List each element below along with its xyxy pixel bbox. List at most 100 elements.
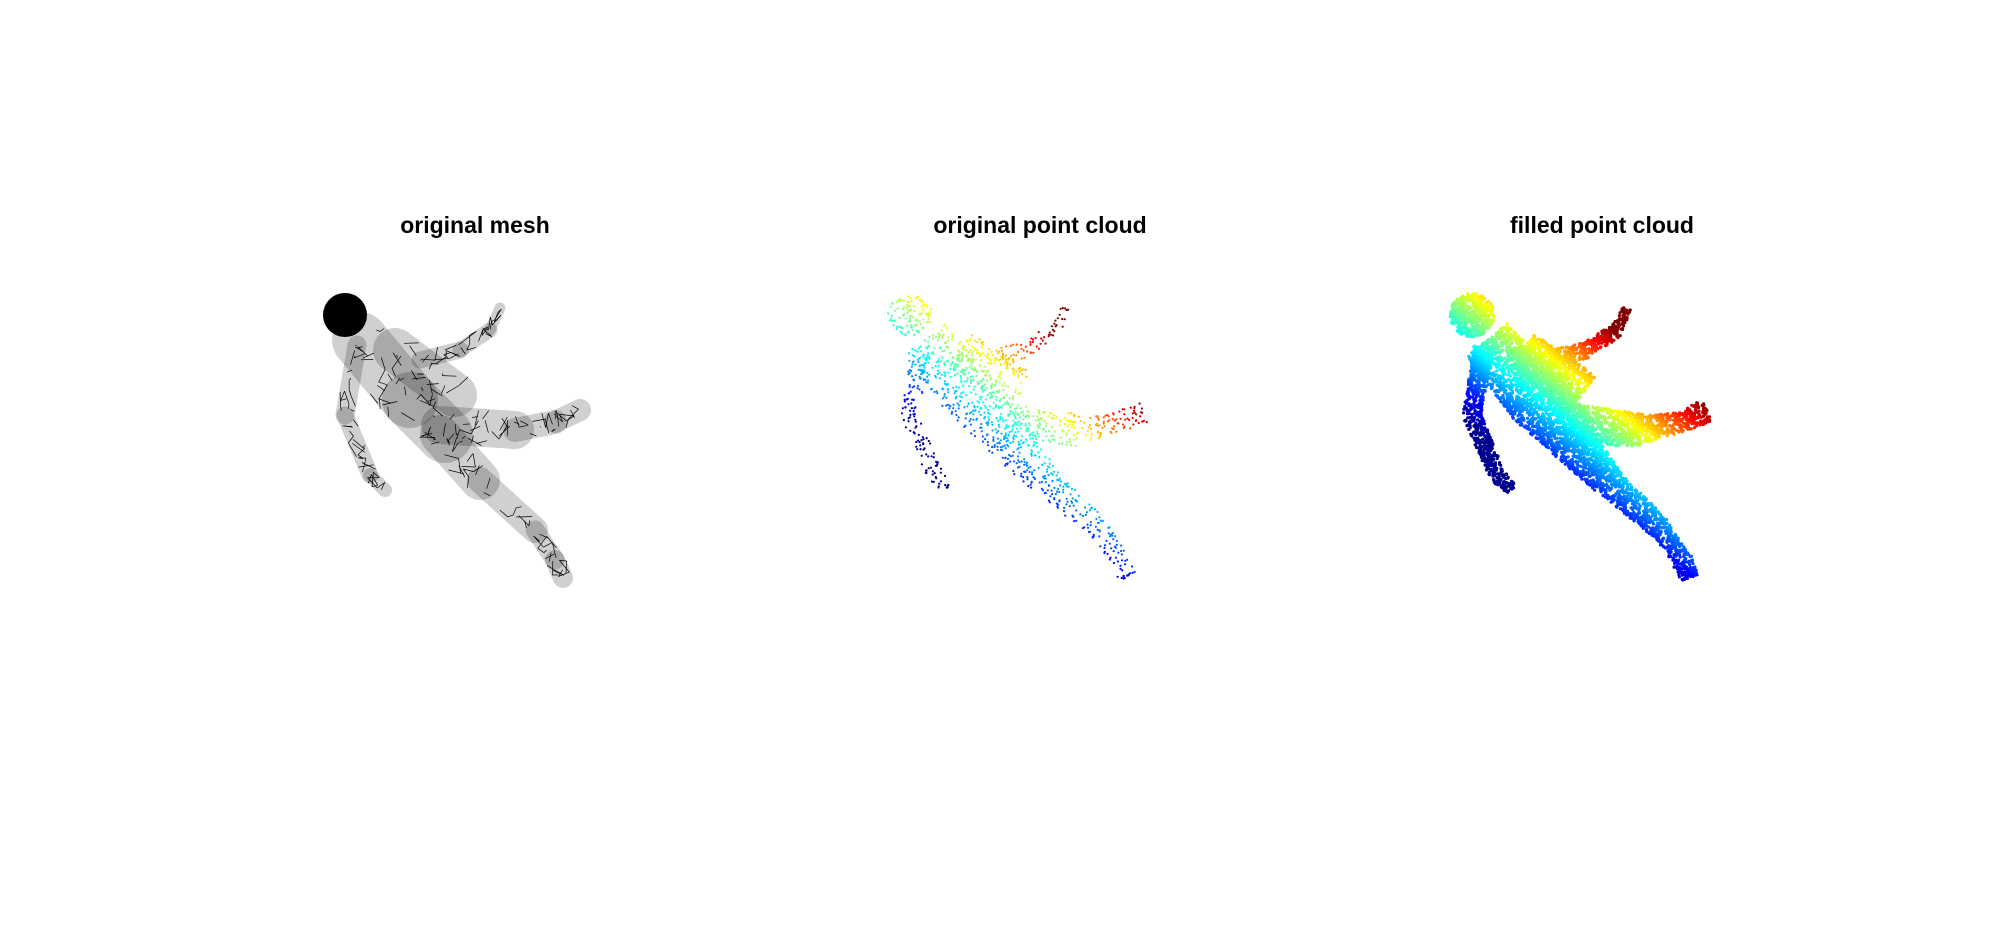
cloud-point [920, 305, 923, 308]
cloud-point [1005, 424, 1008, 427]
cloud-point [1060, 420, 1063, 423]
cloud-point [1043, 336, 1046, 339]
cloud-point [987, 362, 990, 365]
cloud-point [970, 359, 973, 362]
filled-point-cloud-panel: filled point cloud [1322, 200, 1882, 720]
cloud-point [1141, 411, 1144, 414]
mesh-edge [430, 363, 439, 365]
mesh-edge [334, 314, 337, 322]
cloud-point [1004, 402, 1007, 405]
cloud-point [1131, 565, 1134, 568]
mesh-edge [395, 377, 401, 385]
cloud-point [1015, 343, 1018, 346]
filled-point [1541, 437, 1545, 441]
filled-point [1479, 310, 1483, 314]
filled-point [1501, 334, 1505, 339]
cloud-point [1004, 432, 1007, 435]
cloud-point [1012, 460, 1016, 463]
mesh-edge [434, 347, 438, 361]
cloud-point [960, 352, 963, 355]
filled-point [1505, 357, 1509, 361]
cloud-point [971, 401, 974, 404]
filled-point [1503, 390, 1507, 394]
cloud-point [955, 413, 958, 417]
cloud-point [1034, 435, 1037, 438]
cloud-point [1011, 343, 1014, 346]
cloud-point [1120, 544, 1123, 547]
cloud-point [912, 398, 915, 401]
cloud-point [964, 349, 968, 352]
filled-point [1514, 388, 1519, 392]
cloud-point [943, 380, 946, 383]
filled-point [1505, 322, 1509, 326]
filled-point [1490, 308, 1494, 312]
cloud-point [929, 311, 932, 314]
cloud-point [1050, 425, 1053, 429]
filled-point [1462, 407, 1466, 411]
mesh-edge [399, 377, 405, 381]
cloud-point [1001, 355, 1005, 358]
filled-point [1537, 415, 1541, 419]
cloud-point [1096, 510, 1099, 513]
cloud-point [1012, 395, 1015, 398]
cloud-point [1037, 435, 1040, 438]
cloud-point [1123, 577, 1126, 580]
cloud-point [1058, 442, 1061, 445]
cloud-point [1063, 423, 1066, 426]
cloud-point [986, 357, 990, 360]
cloud-point [907, 300, 910, 303]
mesh-edge [410, 370, 418, 380]
cloud-point [1023, 460, 1026, 464]
cloud-point [1111, 531, 1114, 535]
cloud-point [952, 386, 955, 389]
cloud-point [1004, 427, 1007, 430]
cloud-point [1118, 410, 1121, 413]
cloud-point [898, 316, 901, 319]
cloud-point [1005, 394, 1008, 397]
cloud-point [1006, 400, 1009, 403]
cloud-point [992, 407, 995, 410]
cloud-point [1090, 436, 1093, 439]
cloud-point [1072, 438, 1076, 441]
mesh-edge [350, 396, 356, 407]
cloud-point [1023, 463, 1026, 466]
cloud-point [998, 350, 1001, 353]
cloud-point [1038, 481, 1041, 484]
cloud-point [1021, 435, 1024, 438]
filled-point [1468, 327, 1473, 331]
filled-point [1562, 430, 1566, 434]
mesh-edge [349, 430, 354, 437]
filled-point [1555, 391, 1559, 395]
filled-point [1542, 440, 1546, 445]
cloud-point [1068, 440, 1071, 444]
mesh-edge [355, 344, 357, 347]
cloud-point [1011, 454, 1014, 457]
cloud-point [1028, 470, 1031, 474]
filled-point [1523, 367, 1527, 371]
cloud-point [935, 464, 938, 467]
cloud-point [903, 400, 906, 403]
cloud-point [1089, 524, 1092, 527]
cloud-point [992, 439, 995, 442]
filled-point [1506, 408, 1510, 412]
cloud-point [935, 460, 938, 463]
cloud-point [1023, 458, 1026, 461]
cloud-point [1037, 347, 1040, 350]
cloud-point [925, 453, 928, 456]
cloud-point [952, 357, 955, 360]
cloud-point [1104, 414, 1107, 417]
mesh-edge [482, 328, 489, 330]
cloud-point [1134, 419, 1138, 422]
cloud-point [984, 365, 987, 368]
cloud-point [1084, 513, 1087, 516]
cloud-point [1038, 426, 1041, 429]
cloud-point [1059, 480, 1062, 483]
cloud-point [991, 354, 994, 357]
filled-point [1540, 354, 1544, 358]
cloud-point [903, 394, 906, 397]
cloud-point [1115, 543, 1118, 546]
mesh-edge [566, 415, 575, 422]
cloud-point [1046, 489, 1049, 492]
filled-point [1559, 412, 1563, 416]
cloud-point [946, 484, 949, 487]
